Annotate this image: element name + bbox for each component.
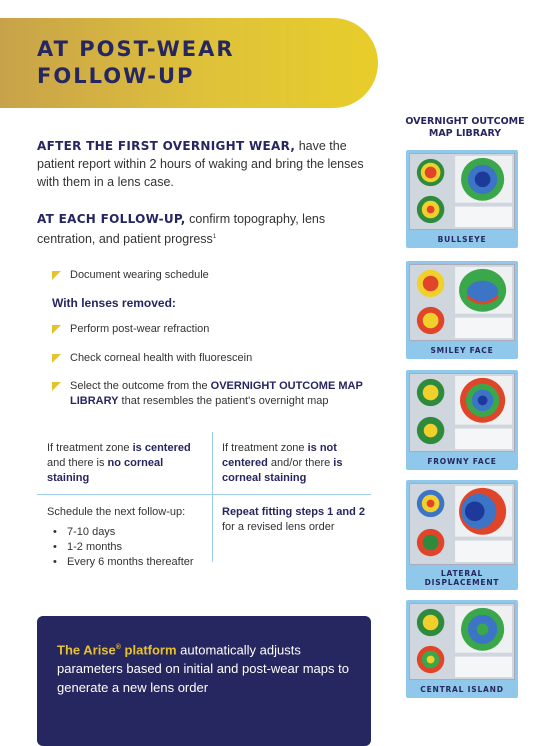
checklist-item: Perform post-wear refraction	[52, 322, 209, 337]
cell-text: Schedule the next follow-up:	[47, 506, 186, 518]
intro-paragraph-1: AFTER THE FIRST OVERNIGHT WEAR, have the…	[37, 137, 377, 191]
map-label: BULLSEYE	[437, 234, 487, 244]
map-card-bullseye: BULLSEYE	[406, 150, 518, 248]
table-divider-horizontal	[37, 494, 371, 495]
map-label: FROWNY FACE	[427, 456, 497, 466]
title-line-1: AT POST-WEAR	[37, 37, 235, 61]
checklist-subheading: With lenses removed:	[52, 296, 176, 310]
brand-name: The Arise	[57, 642, 116, 658]
triangle-bullet-icon	[52, 325, 61, 334]
map-label: CENTRAL ISLAND	[420, 684, 504, 694]
list-item: Every 6 months thereafter	[47, 556, 207, 569]
cell-bold: no corneal staining	[47, 457, 164, 484]
map-card-frowny-face: FROWNY FACE	[406, 370, 518, 470]
title-line-2: FOLLOW-UP	[37, 64, 195, 88]
registered-mark: ®	[115, 644, 121, 651]
library-title: OVERNIGHT OUTCOME MAP LIBRARY	[405, 116, 525, 139]
cell-bold: is not centered	[222, 442, 337, 469]
cell-text: and there is	[47, 457, 108, 469]
follow-up-list: 7-10 days 1-2 months Every 6 months ther…	[47, 526, 207, 569]
map-label: LATERAL DISPLACEMENT	[424, 569, 500, 587]
checklist-item-text: Perform post-wear refraction	[70, 323, 210, 335]
map-card-smiley-face: SMILEY FACE	[406, 261, 518, 359]
checklist-item: Select the outcome from the OVERNIGHT OU…	[52, 379, 390, 409]
cell-text: for a revised lens order	[222, 521, 335, 533]
callout-text: The Arise® platform automatically adjust…	[57, 638, 357, 697]
cell-text: If treatment zone	[47, 442, 133, 454]
not-centered-condition: If treatment zone is not centered and/or…	[222, 441, 367, 486]
topography-image	[409, 153, 515, 230]
triangle-bullet-icon	[52, 382, 61, 391]
checklist-item-text: Document wearing schedule	[70, 269, 209, 281]
list-item: 1-2 months	[47, 541, 207, 554]
intro-paragraph-2: AT EACH FOLLOW-UP, confirm topography, l…	[37, 210, 377, 248]
footnote-ref: 1	[212, 234, 217, 240]
checklist-item-text: Select the outcome from the	[70, 380, 211, 392]
checklist-item-text: Check corneal health with fluorescein	[70, 352, 253, 364]
centered-condition: If treatment zone is centered and there …	[47, 441, 202, 486]
intro-text-1: have the patient report within 2 hours o…	[37, 139, 364, 189]
section-header: AT POST-WEAR FOLLOW-UP	[0, 18, 378, 108]
topography-image	[409, 603, 515, 680]
cell-bold: is corneal staining	[222, 457, 343, 484]
triangle-bullet-icon	[52, 271, 61, 280]
topography-image	[409, 483, 515, 565]
intro-text-2: confirm topography, lens centration, and…	[37, 212, 326, 247]
list-item: 7-10 days	[47, 526, 207, 539]
cell-bold: Repeat fitting steps 1 and 2	[222, 506, 366, 518]
triangle-bullet-icon	[52, 354, 61, 363]
table-divider-vertical	[212, 432, 213, 562]
checklist-item-text: that resembles the patient's overnight m…	[118, 395, 329, 407]
not-centered-action: Repeat fitting steps 1 and 2 for a revis…	[222, 505, 367, 535]
checklist-item: Check corneal health with fluorescein	[52, 351, 252, 366]
cell-text: and/or there	[267, 457, 334, 469]
cell-text: If treatment zone	[222, 442, 308, 454]
brand-suffix: platform	[120, 642, 177, 658]
intro-lead-2: AT EACH FOLLOW-UP,	[37, 212, 186, 226]
platform-callout: The Arise® platform automatically adjust…	[37, 616, 371, 746]
centered-action: Schedule the next follow-up: 7-10 days 1…	[47, 505, 207, 571]
checklist-item: Document wearing schedule	[52, 268, 209, 283]
library-reference: OVERNIGHT OUTCOME MAP LIBRARY	[70, 380, 363, 407]
topography-image	[409, 373, 515, 452]
map-card-central-island: CENTRAL ISLAND	[406, 600, 518, 698]
page-title: AT POST-WEAR FOLLOW-UP	[37, 36, 235, 90]
intro-lead-1: AFTER THE FIRST OVERNIGHT WEAR,	[37, 139, 296, 153]
map-label: SMILEY FACE	[430, 345, 494, 355]
cell-bold: is centered	[132, 442, 191, 454]
callout-body: automatically adjusts parameters based o…	[57, 642, 349, 696]
map-card-lateral-displacement: LATERAL DISPLACEMENT	[406, 480, 518, 590]
topography-image	[409, 264, 515, 341]
